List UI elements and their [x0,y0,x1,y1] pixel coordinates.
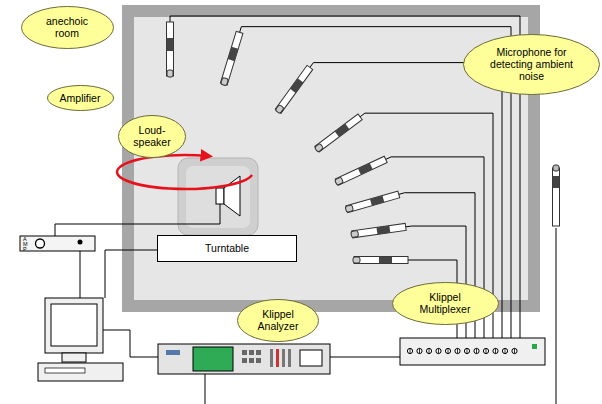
ambient-mic-cable [556,228,557,404]
driver-magnet [216,188,224,204]
multiplexer-device [400,338,545,365]
loudspeaker-face [186,166,250,228]
microphone [351,223,406,238]
computer-base [38,363,123,381]
turntable-box: Turntable [157,235,297,262]
monitor-base [62,353,86,362]
rotation-arrow [117,155,252,189]
microphone [275,65,313,114]
microphone [334,156,387,186]
node-text: Microphone for detecting ambient noise [486,46,578,82]
analyzer-callout: Klippel Analyzer [237,299,319,342]
drive-slot [45,368,85,373]
microphone-wire [310,63,502,338]
device-label: P [23,247,27,253]
node-text: anechoic room [37,15,97,39]
microphone [314,114,362,153]
amplifier-wire [80,251,81,298]
monitor [45,298,103,353]
amplifier-knob [78,240,83,245]
microphone [167,22,174,77]
monitor-screen [51,304,97,346]
multiplexer-callout: Klippel Multiplexer [392,282,499,325]
analyzer-display [193,347,233,371]
analyzer-device [158,344,330,374]
analyzer-logo [166,350,180,355]
ambient-mic-callout: Microphone for detecting ambient noise [463,34,600,95]
amplifier-knob [36,239,45,248]
multiplexer-led [532,344,537,349]
loudspeaker-callout: Loud- speaker [118,115,186,158]
node-text: Loud- speaker [131,124,173,148]
amplifier-callout: Amplifier [47,85,114,111]
room-callout: anechoic room [21,6,114,49]
analyzer-controls [242,349,322,367]
microphone [345,191,400,213]
microphone [353,257,408,264]
computer-wire [103,330,158,357]
microphone [220,31,243,86]
speaker-wire [55,204,220,236]
turntable-wire [105,250,157,298]
node-text: Turntable [205,242,249,254]
node-text: Amplifier [60,92,101,104]
multiplexer-inputs [407,348,517,353]
ambient-microphone [553,165,560,226]
node-text: Klippel Analyzer [252,308,304,332]
loudspeaker-cabinet [178,158,258,235]
node-text: Klippel Multiplexer [410,291,480,315]
multiplexer-wire [330,357,400,358]
analyzer-cable [205,374,206,404]
amplifier-device [20,236,95,251]
